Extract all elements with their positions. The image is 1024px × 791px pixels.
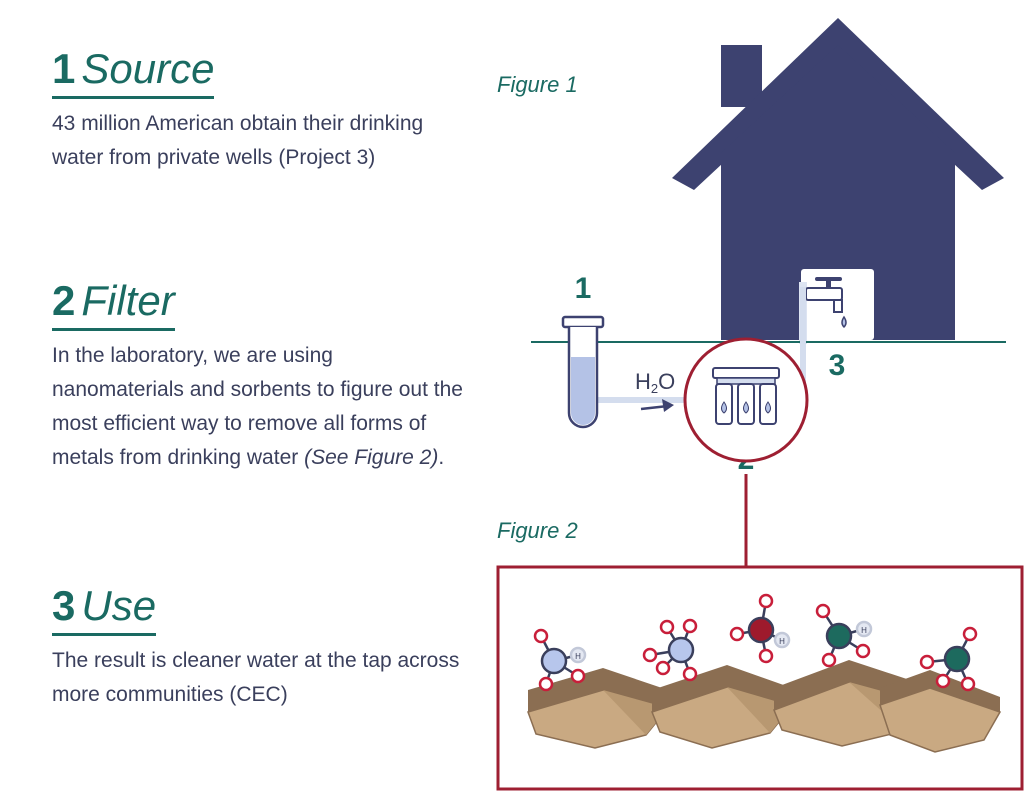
filter-unit-icon bbox=[712, 367, 780, 425]
use-description: The result is cleaner water at the tap a… bbox=[52, 649, 460, 706]
hydrogen-label-1: H bbox=[575, 652, 581, 661]
molecule-blue-1 bbox=[533, 628, 587, 692]
molecule-blue-2 bbox=[642, 618, 698, 682]
molecule-teal-2 bbox=[919, 626, 978, 692]
figure2-label: Figure 2 bbox=[497, 518, 578, 543]
figure1-label: Figure 1 bbox=[497, 72, 578, 97]
filter-title: Filter bbox=[81, 277, 175, 324]
molecule-red bbox=[729, 593, 791, 664]
source-title: Source bbox=[81, 45, 215, 92]
filter-trailing: . bbox=[438, 446, 445, 469]
house-icon bbox=[672, 18, 1004, 340]
hydrogen-label-3: H bbox=[861, 626, 867, 635]
filter-figure-reference: (See Figure 2) bbox=[304, 446, 439, 469]
filter-text: In the laboratory, we are using nanomate… bbox=[52, 344, 463, 469]
use-number: 3 bbox=[52, 582, 76, 629]
marker-3: 3 bbox=[829, 349, 846, 382]
h2o-label: H2O bbox=[635, 369, 675, 396]
marker-1: 1 bbox=[575, 272, 592, 305]
flow-arrow-icon bbox=[640, 399, 674, 412]
use-title: Use bbox=[81, 582, 157, 629]
source-description: 43 million American obtain their drinkin… bbox=[52, 112, 424, 169]
molecule-teal-1 bbox=[815, 603, 873, 668]
source-number: 1 bbox=[52, 45, 76, 92]
sorbent-surface bbox=[527, 660, 1002, 753]
test-tube-icon bbox=[561, 315, 605, 429]
filter-number: 2 bbox=[52, 277, 76, 324]
filter-description: In the laboratory, we are using nanomate… bbox=[52, 339, 467, 475]
hydrogen-label-2: H bbox=[779, 637, 785, 646]
